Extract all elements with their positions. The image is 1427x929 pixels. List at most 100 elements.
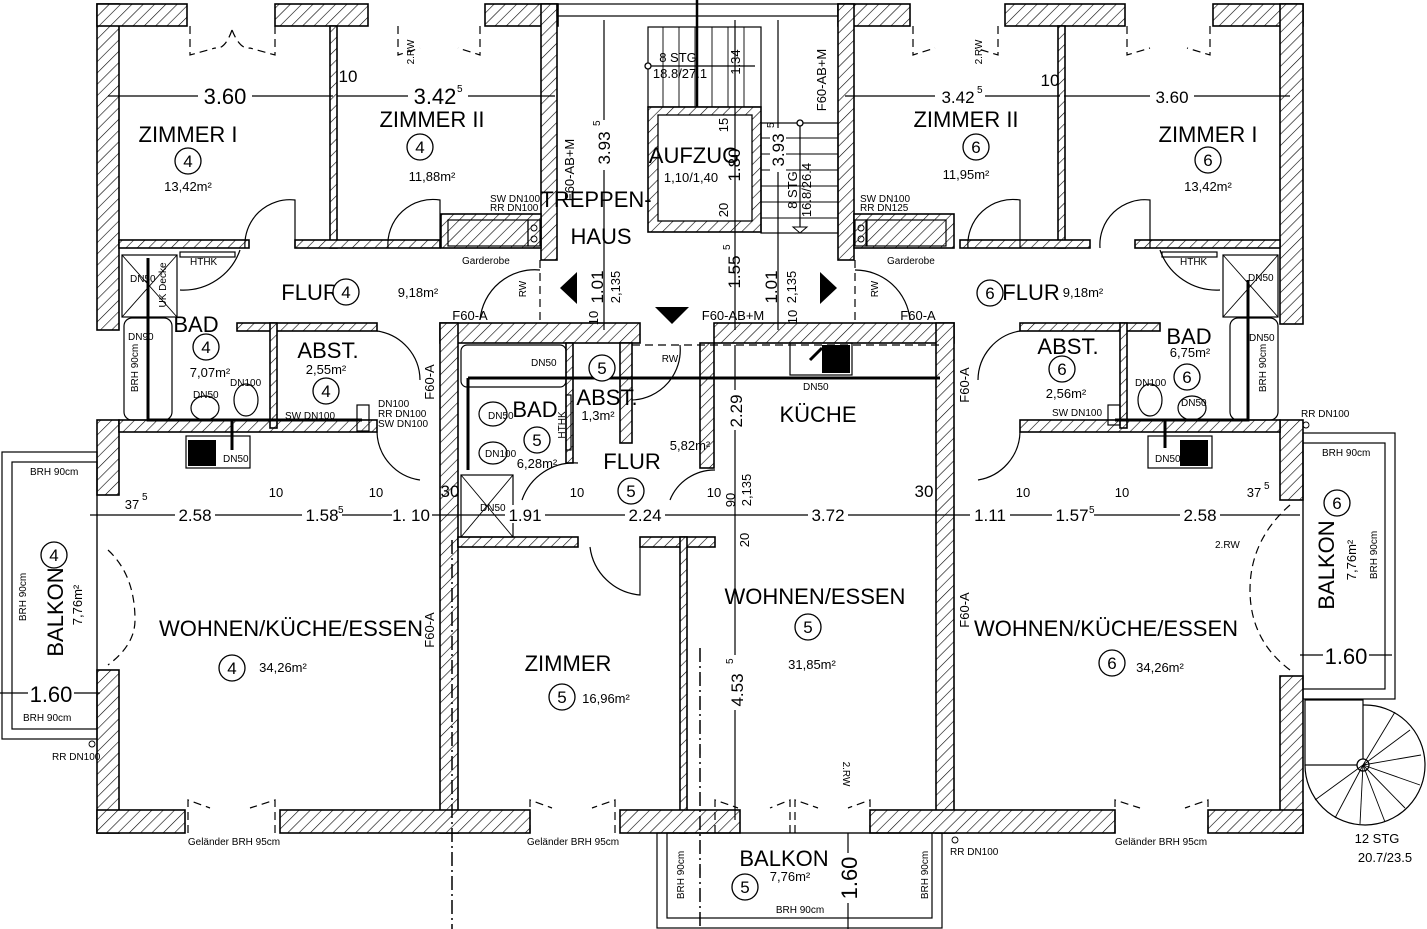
dimension: 3.60 <box>1155 88 1188 107</box>
room-area: 5,82m² <box>670 438 711 453</box>
unit-badge <box>794 613 822 641</box>
dimension: 10 <box>707 485 721 500</box>
room-name: FLUR <box>281 280 338 305</box>
dimension-superscript: 5 <box>977 85 983 96</box>
note: F60-A <box>957 592 972 628</box>
wall <box>713 322 955 344</box>
dimension: 10 <box>785 310 800 324</box>
note: RR DN100 <box>1301 409 1350 420</box>
dimension: 30 <box>915 482 934 501</box>
room-labels: ZIMMER I 4 13,42m² ZIMMER II 4 11,88m² T… <box>40 107 1359 901</box>
room-area: 7,76m² <box>770 869 811 884</box>
unit-badge <box>218 654 246 682</box>
dimension: 2,135 <box>739 474 754 507</box>
wall <box>853 213 955 249</box>
note: BRH 90cm <box>1369 531 1380 579</box>
unit-number: 4 <box>321 382 330 401</box>
note: 2.RW <box>406 39 417 64</box>
room-name: ABST. <box>297 338 358 363</box>
note: DN100 <box>485 449 517 460</box>
room-name: ZIMMER I <box>1159 122 1258 147</box>
note: RR DN125 <box>860 203 909 214</box>
arrow-down-icon <box>655 307 689 324</box>
note: BRH 90cm <box>676 851 687 899</box>
dimension: 10 <box>586 311 601 325</box>
dimension-superscript: 5 <box>338 505 344 516</box>
wall <box>439 322 641 344</box>
dimension: 4.53 <box>728 673 747 706</box>
dimension-superscript: 5 <box>457 84 463 95</box>
wall <box>236 322 378 332</box>
dimension: 30 <box>441 482 460 501</box>
arrow-right-icon <box>820 272 837 304</box>
note: F60-A <box>957 367 972 403</box>
note: DN50 <box>1249 333 1275 344</box>
dimension: 10 <box>570 485 584 500</box>
dimension: 20 <box>716 203 731 217</box>
room-area: 7,07m² <box>190 365 231 380</box>
stair-ratio: 16.8/26.4 <box>799 163 814 217</box>
dimension: 2,135 <box>608 271 623 304</box>
unit-number: 6 <box>1203 151 1212 170</box>
note: RR DN100 <box>52 752 101 763</box>
dimension-superscript: 5 <box>592 120 603 126</box>
dimension: 20 <box>737 533 752 547</box>
note: DN100 <box>1135 378 1167 389</box>
note: UK Decke <box>158 262 169 307</box>
room-name: FLUR <box>603 449 660 474</box>
wall-top <box>274 3 369 27</box>
room-area: 13,42m² <box>164 179 212 194</box>
wall <box>565 342 574 464</box>
note: Geländer BRH 95cm <box>188 837 280 848</box>
room-area: 6,28m² <box>517 456 558 471</box>
room-area: 6,75m² <box>1170 345 1211 360</box>
unit-number: 6 <box>1332 494 1341 513</box>
note: DN50 <box>193 390 219 401</box>
wall <box>294 239 441 249</box>
unit-badge <box>1194 146 1222 174</box>
note: RW <box>518 280 529 297</box>
dimension: 10 <box>369 485 383 500</box>
unit-badge <box>406 133 434 161</box>
unit-number: 5 <box>532 431 541 450</box>
wall-bottom <box>279 809 531 834</box>
wall-stairwell-right <box>837 3 855 261</box>
note: Geländer BRH 95cm <box>1115 837 1207 848</box>
room-area: 7,76m² <box>70 584 85 625</box>
garderobe-right <box>865 219 947 247</box>
dimension: 15 <box>716 118 731 132</box>
room-area: 2,55m² <box>306 362 347 377</box>
room-name: ZIMMER II <box>913 107 1018 132</box>
note: 2.RW <box>840 762 851 787</box>
room-name: BAD <box>512 397 557 422</box>
unit-badge <box>617 477 645 505</box>
wall-top <box>96 3 188 27</box>
note: DN90 <box>128 332 154 343</box>
note: SW DN100 <box>378 419 428 430</box>
dimension-labels: 3.60 3.42 5 10 3.42 5 10 3.60 3.93 5 1.3… <box>28 49 1369 903</box>
room-name: BALKON <box>739 846 828 871</box>
dimension: 37 <box>125 497 139 512</box>
dimension: 2.24 <box>628 506 661 525</box>
room-area: 34,26m² <box>1136 660 1184 675</box>
dimension: 10 <box>1115 485 1129 500</box>
dimension: 1.60 <box>837 857 862 900</box>
dimension: 1. 10 <box>392 506 430 525</box>
note: DN100 <box>230 378 262 389</box>
wall <box>959 239 1091 249</box>
unit-badge <box>1173 363 1201 391</box>
room-name: BALKON <box>1314 520 1339 609</box>
wall-outer-right-upper <box>1279 3 1304 325</box>
note: RR DN100 <box>378 409 427 420</box>
dimension: 3.60 <box>204 84 247 109</box>
unit-number: 6 <box>1107 654 1116 673</box>
dimension: 1.58 <box>305 506 338 525</box>
dimension: 10 <box>1041 71 1060 90</box>
doors <box>107 26 1291 833</box>
dimension: 3.72 <box>811 506 844 525</box>
dimension-superscript: 5 <box>725 658 736 664</box>
unit-number: 5 <box>626 482 635 501</box>
dimension: 10 <box>1016 485 1030 500</box>
wall-top <box>1004 3 1126 27</box>
